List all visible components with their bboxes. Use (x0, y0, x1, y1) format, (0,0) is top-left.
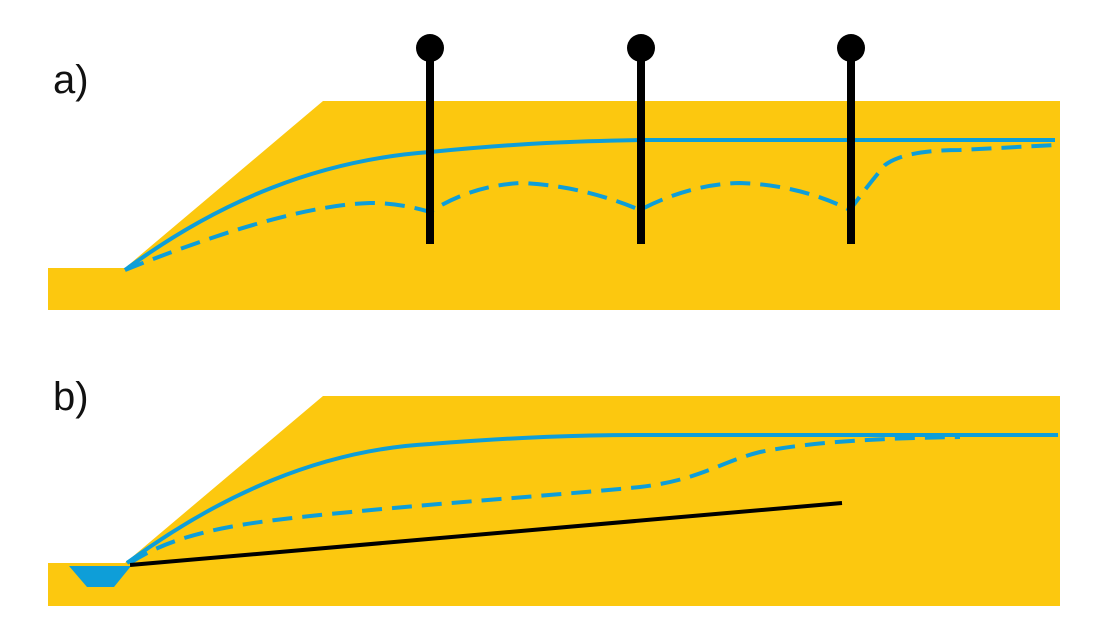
panel-a-label: a) (53, 58, 89, 102)
natural-water-table-b (125, 433, 1058, 565)
ditch-icon (69, 566, 131, 587)
lowered-water-table-b (128, 435, 961, 565)
drain-pipe (129, 501, 843, 567)
soil-body-b (48, 396, 1060, 606)
lowered-water-table-a (124, 143, 1056, 272)
well-pump-icon (416, 34, 444, 62)
panel-b-label: b) (53, 375, 89, 419)
panel-b: b) (48, 375, 1060, 606)
well-1 (416, 34, 444, 244)
well-2 (627, 34, 655, 244)
well-pump-icon (627, 34, 655, 62)
well-pump-icon (837, 34, 865, 62)
panel-a: a) (48, 34, 1060, 310)
well-3 (837, 34, 865, 244)
natural-water-table-a (123, 138, 1055, 272)
soil-body-a (48, 101, 1060, 310)
